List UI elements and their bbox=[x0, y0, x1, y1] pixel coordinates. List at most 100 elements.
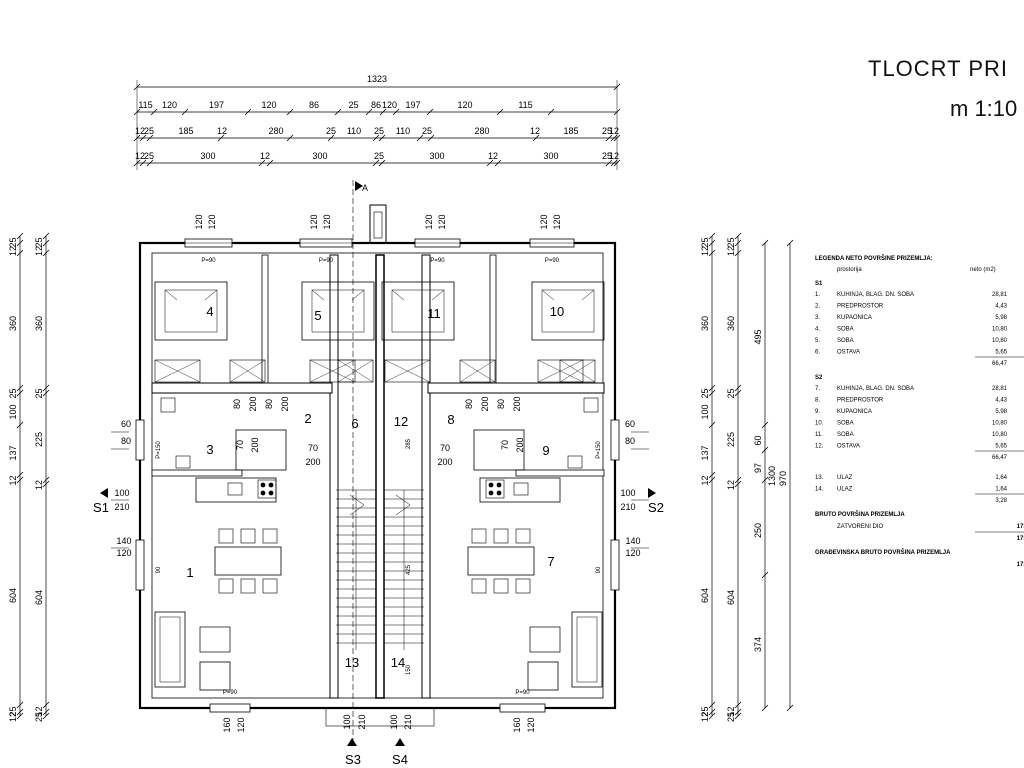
entrance-label: 100 bbox=[389, 714, 399, 729]
dimension-value: 25 bbox=[144, 151, 154, 161]
section-marker-a bbox=[355, 181, 363, 191]
wall-bath-right bbox=[515, 469, 605, 477]
door-label: 70 bbox=[500, 440, 510, 450]
window-sill-label: P=90 bbox=[430, 258, 445, 264]
room-number-8: 8 bbox=[447, 412, 454, 427]
right-dim-a-value: 374 bbox=[753, 637, 763, 652]
dimension-tick bbox=[16, 476, 24, 484]
dimension-tick bbox=[786, 239, 794, 247]
door-label: 70 bbox=[308, 443, 318, 453]
door-label: 70 bbox=[235, 440, 245, 450]
dimension-tick bbox=[139, 159, 147, 167]
dimension-value: 110 bbox=[396, 126, 410, 136]
dimension-tick bbox=[708, 249, 716, 257]
left-dim-inner-value: 12 bbox=[34, 246, 44, 256]
dimension-tick bbox=[426, 108, 434, 116]
wardrobe bbox=[309, 359, 356, 383]
window-height-label: 120 bbox=[552, 214, 562, 229]
legend-row-value: 5,98 bbox=[995, 409, 1007, 415]
door-label: 200 bbox=[305, 457, 320, 467]
dimension-value: 12 bbox=[260, 151, 270, 161]
dimension-tick bbox=[605, 159, 613, 167]
door-label: 200 bbox=[512, 396, 522, 411]
right-dim-inner-value: 12 bbox=[726, 706, 736, 716]
section-label-s3: S3 bbox=[345, 752, 361, 767]
dimension-tick bbox=[761, 239, 769, 247]
right-dim-inner-value: 25 bbox=[726, 388, 736, 398]
dimension-tick bbox=[708, 232, 716, 240]
legend-bruto-sum: 173,96 bbox=[1017, 536, 1024, 542]
dimension-tick bbox=[266, 159, 274, 167]
legend-row-number: 14. bbox=[815, 487, 824, 493]
window-height-label: 120 bbox=[236, 717, 246, 732]
right-dim-c: 1300 bbox=[767, 466, 777, 486]
left-dim-outer-value: 12 bbox=[8, 712, 18, 722]
dimension-value: 197 bbox=[405, 100, 420, 110]
chair bbox=[515, 578, 531, 594]
dimension-tick bbox=[734, 480, 742, 488]
dimension-tick bbox=[378, 134, 386, 142]
section-label-s4: S4 bbox=[392, 752, 408, 767]
dimension-tick bbox=[42, 712, 50, 720]
legend-row-name: OSTAVA bbox=[837, 350, 860, 356]
section-marker-s2 bbox=[648, 488, 656, 498]
dimension-tick bbox=[708, 701, 716, 709]
dimension-tick bbox=[392, 108, 400, 116]
legend-row-number: 7. bbox=[815, 386, 820, 392]
dimension-tick bbox=[244, 108, 252, 116]
dimension-tick bbox=[610, 159, 618, 167]
left-dim-inner-value: 225 bbox=[34, 432, 44, 447]
left-dim-outer-value: 100 bbox=[8, 404, 18, 419]
right-dim-outer-value: 137 bbox=[700, 445, 710, 460]
kitchen-counter-left bbox=[195, 477, 277, 503]
section-marker-s1 bbox=[100, 488, 108, 498]
wardrobe bbox=[459, 359, 496, 383]
legend-row-name: KUPAONICA bbox=[837, 409, 872, 415]
dimension-value: 12 bbox=[609, 151, 619, 161]
bed-2 bbox=[301, 281, 375, 341]
window-height-label: 120 bbox=[437, 214, 447, 229]
window-sill-label: P=150 bbox=[596, 441, 602, 459]
dimension-value: 12 bbox=[609, 126, 619, 136]
right-dim-inner-value: 360 bbox=[726, 316, 736, 331]
dimension-value: 110 bbox=[347, 126, 361, 136]
party-wall-center bbox=[375, 254, 385, 699]
left-dim-inner-value: 25 bbox=[34, 712, 44, 722]
sink-left bbox=[227, 482, 243, 496]
bed-fold bbox=[164, 289, 178, 301]
entrance-label: 210 bbox=[403, 714, 413, 729]
legend-row-number: 8. bbox=[815, 398, 820, 404]
cooktop-burner bbox=[496, 482, 502, 488]
dimension-tick bbox=[181, 108, 189, 116]
door-label: 425 bbox=[406, 564, 412, 575]
dimension-tick bbox=[42, 701, 50, 709]
dimension-value: 120 bbox=[457, 100, 472, 110]
section-label-a: A bbox=[362, 183, 368, 193]
legend-row-number: 1. bbox=[815, 292, 820, 298]
window-sill-label: P=150 bbox=[156, 441, 162, 459]
dimension-tick bbox=[761, 571, 769, 579]
dimension-tick bbox=[327, 134, 335, 142]
right-dim-a-value: 60 bbox=[753, 435, 763, 445]
window-sill-label: 90 bbox=[156, 566, 162, 573]
dimension-tick bbox=[42, 476, 50, 484]
dimension-tick bbox=[42, 708, 50, 716]
dimension-tick bbox=[334, 108, 342, 116]
legend-row-value: 4,43 bbox=[995, 398, 1007, 404]
stair-arrow bbox=[395, 494, 411, 506]
toilet-right bbox=[583, 397, 599, 413]
side-window-label: 120 bbox=[116, 548, 131, 558]
cooktop bbox=[257, 479, 277, 499]
dimension-tick bbox=[605, 134, 613, 142]
side-window-label: 140 bbox=[625, 536, 640, 546]
dimension-total: 1323 bbox=[367, 74, 387, 84]
room-number-5: 5 bbox=[314, 308, 321, 323]
legend-row-name: PREDPROSTOR bbox=[837, 304, 884, 310]
window-bottom-1 bbox=[209, 703, 251, 713]
dimension-tick bbox=[708, 384, 716, 392]
dimension-tick bbox=[139, 134, 147, 142]
window-height-label: 120 bbox=[526, 717, 536, 732]
legend-row-name: ULAZ bbox=[837, 475, 853, 481]
dimension-tick bbox=[16, 249, 24, 257]
dimension-value: 12 bbox=[488, 151, 498, 161]
